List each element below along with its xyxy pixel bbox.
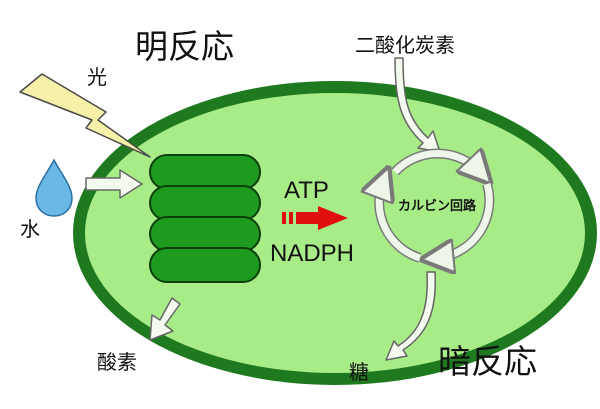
water-drop-icon bbox=[35, 158, 73, 217]
dark-reaction-title: 暗反応 bbox=[438, 342, 537, 381]
sugar-label: 糖 bbox=[349, 360, 369, 384]
calvin-cycle-ring bbox=[379, 153, 489, 258]
oxygen-output-arrow bbox=[149, 297, 181, 341]
thylakoid-disc bbox=[149, 247, 261, 283]
thylakoid-disc bbox=[149, 216, 261, 252]
thylakoid-stack bbox=[149, 154, 261, 283]
water-input-arrow bbox=[85, 169, 143, 199]
atp-label: ATP bbox=[284, 177, 329, 204]
water-label: 水 bbox=[20, 217, 40, 241]
thylakoid-disc bbox=[149, 154, 261, 190]
nadph-label: NADPH bbox=[270, 240, 354, 267]
carbon-dioxide-input-arrow bbox=[394, 57, 441, 153]
oxygen-label: 酸素 bbox=[97, 350, 137, 374]
lightning-bolt-icon bbox=[19, 73, 151, 158]
energy-transfer-arrow bbox=[282, 206, 348, 230]
light-label: 光 bbox=[87, 65, 107, 89]
light-reaction-title: 明反応 bbox=[135, 27, 234, 66]
sugar-output-arrow bbox=[385, 271, 437, 361]
thylakoid-disc bbox=[149, 185, 261, 221]
calvin-cycle-label: カルビン回路 bbox=[398, 198, 477, 214]
carbon-dioxide-label: 二酸化炭素 bbox=[355, 33, 455, 57]
